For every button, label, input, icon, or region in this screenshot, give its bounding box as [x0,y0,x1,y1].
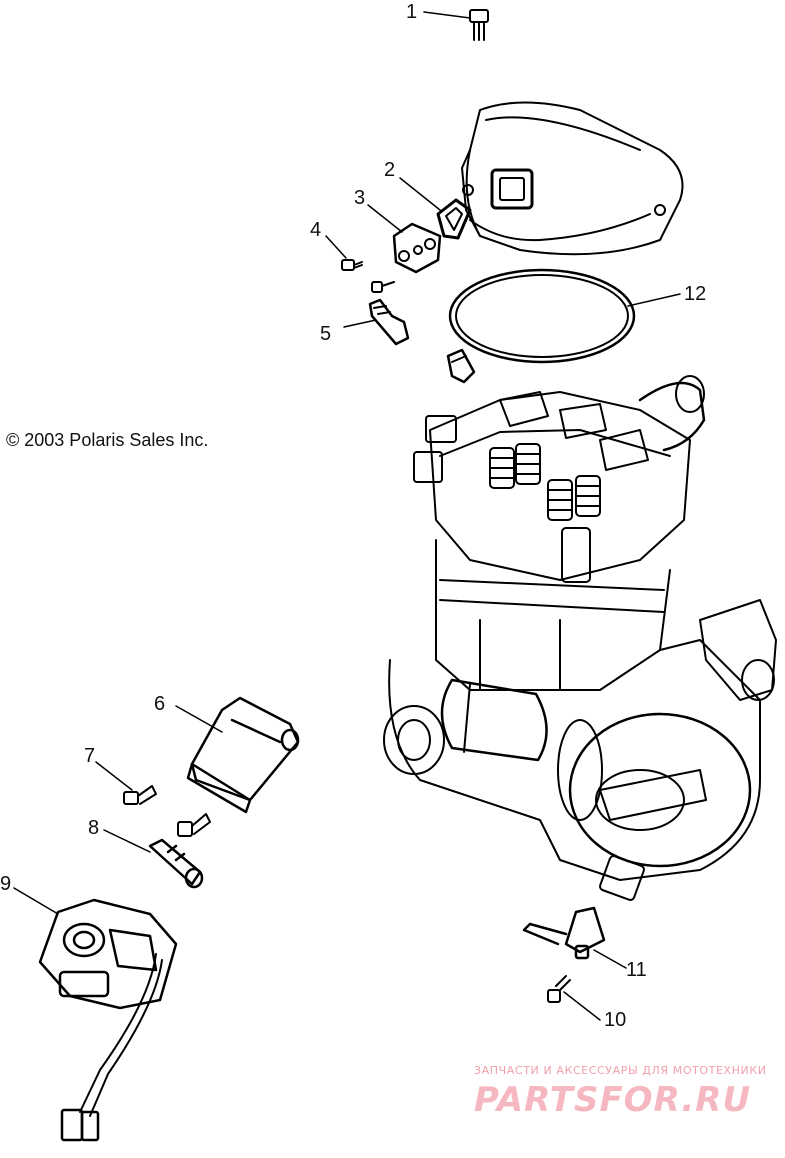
callout-12: 12 [684,283,707,305]
part-1-bolt [469,9,489,41]
callout-1: 1 [406,1,418,23]
watermark-logo: PARTSFOR.RU [474,1080,752,1120]
fitting-lower [446,348,476,384]
watermark-tagline: ЗАПЧАСТИ И АКСЕССУАРЫ ДЛЯ МОТОТЕХНИКИ [474,1064,767,1077]
callout-7: 7 [84,745,96,767]
copyright-notice: © 2003 Polaris Sales Inc. [6,430,209,450]
callout-9: 9 [0,873,12,895]
callout-3: 3 [354,187,366,209]
cam-cover [461,101,684,256]
bolt-extra [177,813,211,837]
callout-10: 10 [604,1009,627,1031]
leader-lines [13,11,681,1021]
part-4-bolt [341,259,363,271]
part-6-intake-adapter [186,696,300,814]
part-5-sensor [368,298,410,346]
part-3-housing [392,222,442,274]
part-2-gasket [436,198,472,240]
part-7-bolt [123,785,157,805]
part-8-sleeve [148,838,204,889]
callout-6: 6 [154,693,166,715]
part-11-sensor [522,906,606,960]
callout-2: 2 [384,159,396,181]
callout-5: 5 [320,323,332,345]
valve-springs [489,443,601,521]
engine-assembly [383,375,777,901]
part-9-throttle-body [38,898,178,1142]
part-10-bolt [547,975,571,1003]
callout-4: 4 [310,219,322,241]
part-12-o-ring [448,268,636,364]
callout-11: 11 [626,959,647,981]
fitting-small [371,281,395,293]
callout-8: 8 [88,817,100,839]
